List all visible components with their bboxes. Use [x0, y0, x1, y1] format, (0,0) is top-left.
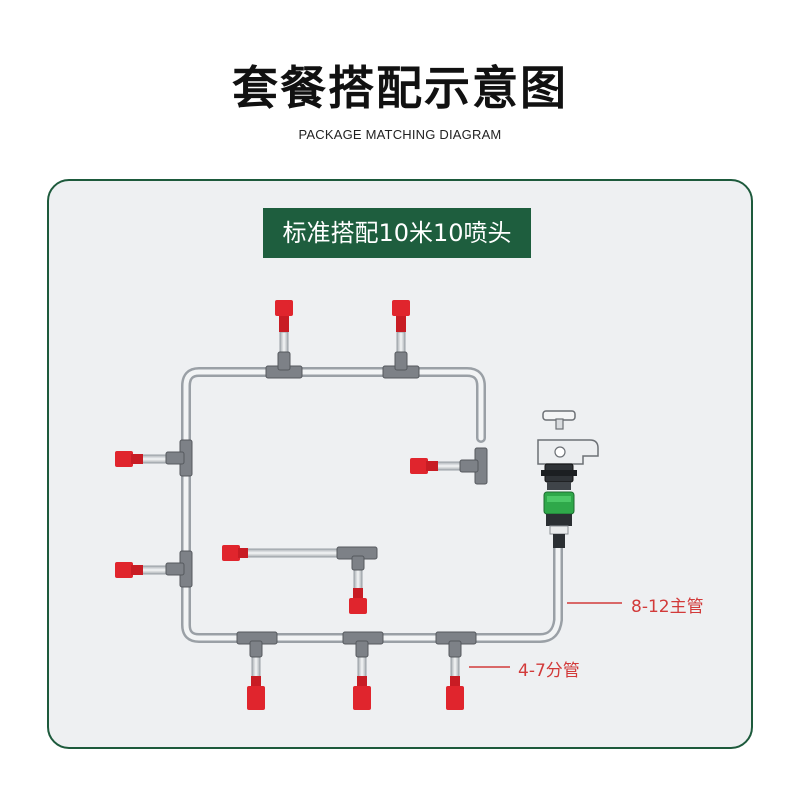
nozzle-top-left [275, 300, 293, 332]
tee-connectors [165, 351, 488, 658]
nozzle-middle-branch [222, 545, 248, 561]
package-banner: 标准搭配10米10喷头 [263, 208, 531, 258]
main-pipe [181, 367, 563, 643]
branch-pipes [139, 331, 475, 679]
page-title: 套餐搭配示意图 [232, 61, 568, 115]
page-subtitle: PACKAGE MATCHING DIAGRAM [298, 127, 502, 142]
nozzle-bottom-left [247, 676, 265, 710]
nozzle-top-right [392, 300, 410, 332]
nozzle-right-inner [410, 458, 438, 474]
nozzle-center-down [349, 588, 367, 614]
quick-connector [543, 491, 575, 548]
faucet-icon [537, 410, 599, 465]
diagram-panel [47, 179, 753, 749]
main-pipe-label: 8-12主管 [631, 597, 704, 617]
nozzle-bottom-right [446, 676, 464, 710]
nozzle-left-upper [115, 451, 143, 467]
branch-pipe-label: 4-7分管 [518, 661, 580, 681]
nozzle-left-lower [115, 562, 143, 578]
faucet-adapter [541, 463, 577, 490]
nozzle-bottom-center [353, 676, 371, 710]
